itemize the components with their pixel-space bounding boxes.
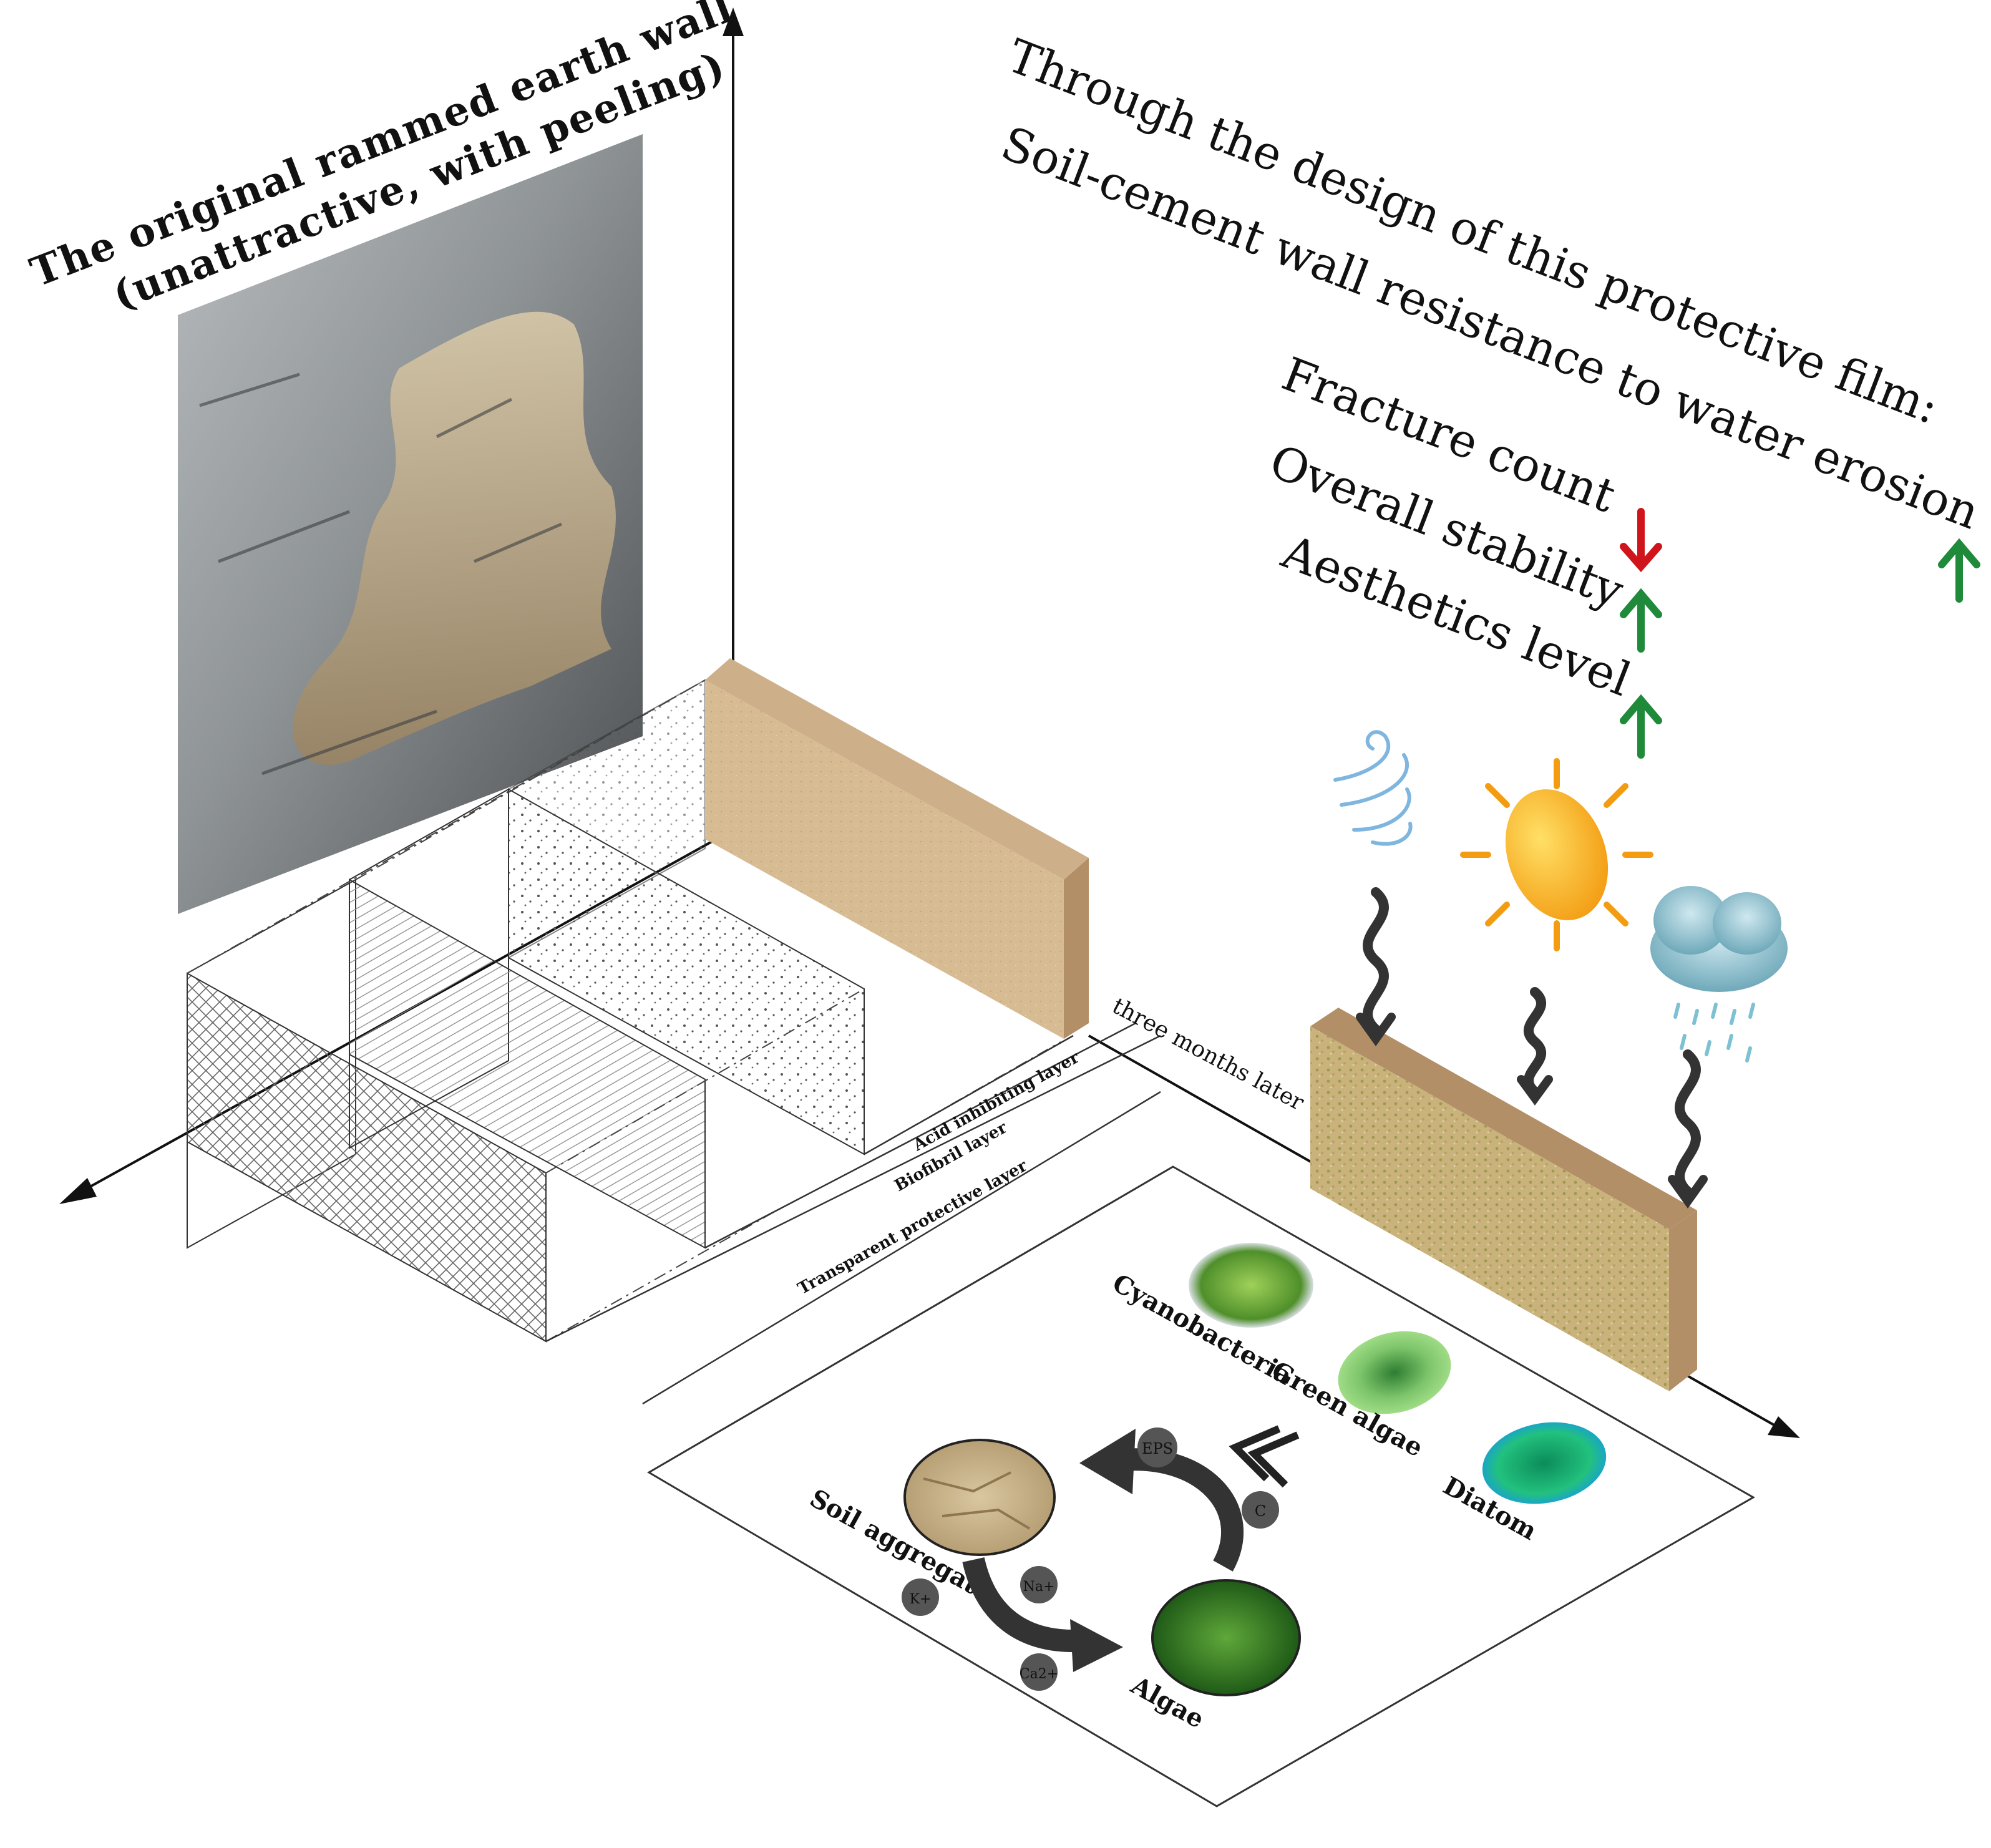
effects-intro: Through the design of this protective fi… — [1001, 29, 1946, 435]
arrow-up-icon — [1938, 538, 1980, 603]
svg-text:EPS: EPS — [1142, 1440, 1173, 1457]
left-axis-arrow-icon — [59, 1178, 97, 1204]
wavy-arrow-icon — [1517, 987, 1553, 1106]
layer-leader-lines — [545, 1022, 1161, 1405]
ion-badge: EPS — [1137, 1427, 1177, 1467]
cycle-arrow-top-head-icon — [1079, 1429, 1136, 1494]
weathered-wall-block — [1310, 1008, 1697, 1391]
timeline-label: three months later — [1108, 993, 1308, 1116]
arrow-up-icon — [1620, 694, 1662, 759]
soil-texture — [923, 1471, 1031, 1530]
layer-stack — [187, 679, 1161, 1405]
acid-layer-side — [508, 679, 706, 959]
ion-badge: Na+ — [1020, 1566, 1058, 1603]
wall-after-face — [1310, 1026, 1669, 1391]
right-axis-arrow-icon — [1768, 1416, 1800, 1438]
arrow-down-icon — [1620, 508, 1662, 573]
diatom-image — [1482, 1422, 1607, 1504]
effect-arrows — [1620, 508, 1980, 759]
wall-after-top — [1310, 1008, 1697, 1229]
effects-list: Through the design of this protective fi… — [995, 29, 1987, 708]
ion-badge: K+ — [902, 1578, 939, 1616]
cycle: Soil aggregate Algae EPS C K+ Na+ Ca2+ — [805, 1427, 1301, 1734]
algae-image — [1151, 1579, 1301, 1696]
guide-lines — [187, 679, 1061, 1342]
peeling-patch — [293, 311, 616, 765]
wavy-arrow-icon — [1668, 1049, 1708, 1209]
chevron-icon — [1229, 1425, 1300, 1488]
ion-badge: C — [1242, 1491, 1279, 1529]
svg-text:Na+: Na+ — [1023, 1579, 1055, 1595]
wall-side — [1064, 858, 1089, 1039]
svg-text:K+: K+ — [910, 1592, 932, 1607]
rammed-earth-wall-block — [705, 658, 1089, 1039]
arrow-up-icon — [1620, 588, 1662, 653]
soil-aggregate-image — [903, 1439, 1056, 1556]
sun-icon — [1460, 758, 1653, 951]
impact-arrows — [1356, 887, 1708, 1209]
wall-top — [705, 658, 1089, 880]
crack-lines — [199, 372, 562, 776]
ion-badge: Ca2+ — [1020, 1653, 1058, 1691]
wavy-arrow-icon — [1356, 887, 1396, 1047]
wind-icon — [1333, 730, 1413, 846]
svg-text:Ca2+: Ca2+ — [1020, 1666, 1058, 1682]
svg-text:C: C — [1255, 1502, 1266, 1520]
wall-after-side — [1669, 1210, 1697, 1391]
original-wall-photo — [178, 134, 643, 914]
cyanobacteria-image — [1189, 1243, 1313, 1328]
vertical-axis-arrow-icon — [723, 7, 744, 36]
green-algae-image — [1338, 1331, 1451, 1414]
cycle-arrow-bottom-head-icon — [1070, 1619, 1123, 1672]
cycle-arrow-bottom — [962, 1557, 1074, 1652]
wall-face — [705, 680, 1064, 1039]
rain-cloud-icon — [1650, 886, 1788, 1063]
